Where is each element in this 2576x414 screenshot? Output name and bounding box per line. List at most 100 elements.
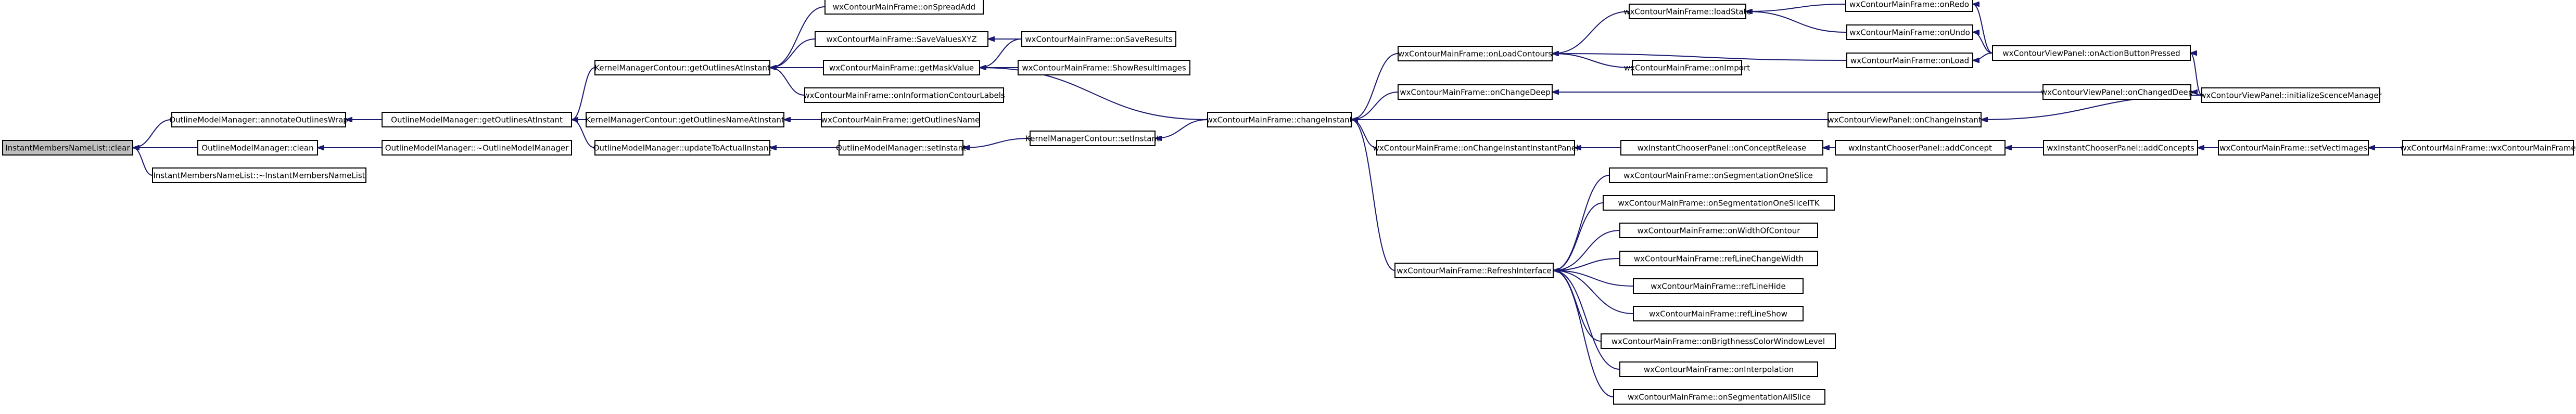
graph-node[interactable]: wxContourMainFrame::getMaskValue (823, 60, 980, 75)
node-box (1030, 131, 1156, 146)
call-edge (1351, 53, 1399, 120)
node-label: KernelManagerContour::getOutlinesNameAtI… (586, 115, 784, 125)
node-label: wxContourMainFrame::onSaveResults (1025, 35, 1173, 44)
node-label: wxContourMainFrame::refLineHide (1651, 282, 1786, 291)
node-label: OutlineModelManager::~OutlineModelManage… (385, 144, 569, 153)
node-label: wxContourMainFrame::getMaskValue (829, 63, 974, 73)
graph-node[interactable]: wxContourViewPanel::onChangeInstant (1828, 112, 1982, 127)
node-box (839, 140, 963, 156)
graph-node[interactable]: wxContourMainFrame::onSegmentationOneSli… (1603, 195, 1835, 211)
node-label: wxContourViewPanel::onChangedDeep (2041, 88, 2193, 97)
node-box (823, 60, 980, 75)
node-box (1376, 140, 1575, 156)
graph-node[interactable]: wxContourMainFrame::onSpreadAdd (824, 0, 984, 15)
graph-node[interactable]: wxContourMainFrame::onSegmentationOneSli… (1609, 167, 1828, 183)
graph-node[interactable]: KernelManagerContour::setInstant (1025, 131, 1160, 146)
call-edge (1552, 54, 1633, 68)
graph-node[interactable]: wxContourMainFrame::refLineShow (1633, 306, 1804, 321)
graph-node[interactable]: wxInstantChooserPanel::addConcept (1835, 140, 2006, 156)
node-label: wxContourMainFrame::onChangeInstantInsta… (1373, 144, 1579, 153)
graph-node[interactable]: wxContourMainFrame::getOutlinesName (821, 112, 980, 127)
node-label: wxContourMainFrame::loadState (1623, 7, 1751, 17)
graph-node[interactable]: wxContourMainFrame::onInformationContour… (803, 87, 1005, 103)
node-label: wxContourMainFrame::refLineShow (1649, 309, 1787, 319)
graph-node[interactable]: wxContourMainFrame::loadState (1623, 4, 1752, 19)
node-label: wxContourViewPanel::onChangeInstant (1828, 115, 1982, 125)
node-label: KernelManagerContour::setInstant (1025, 134, 1160, 144)
node-box (815, 31, 988, 47)
graph-root-node[interactable]: InstantMembersNameList::clear (2, 140, 133, 156)
graph-node[interactable]: OutlineModelManager::getOutlinesAtInstan… (382, 112, 572, 127)
node-box (2043, 140, 2198, 156)
node-box (2201, 87, 2380, 103)
node-label: wxInstantChooserPanel::addConcepts (2047, 144, 2194, 153)
node-box (586, 112, 784, 127)
graph-node[interactable]: OutlineModelManager::updateToActualInsta… (593, 140, 772, 156)
graph-node[interactable]: wxContourMainFrame::onRedo (1845, 0, 1973, 12)
node-box (1609, 167, 1828, 183)
call-edge (1973, 53, 1993, 60)
node-label: OutlineModelManager::clean (201, 144, 313, 153)
graph-node[interactable]: wxContourMainFrame::onBrigthnessColorWin… (1601, 333, 1836, 349)
graph-node[interactable]: wxContourMainFrame::onSegmentationAllSli… (1613, 389, 1825, 405)
call-edge (572, 120, 595, 148)
graph-node[interactable]: KernelManagerContour::getOutlinesAtInsta… (594, 60, 770, 75)
node-box (1021, 31, 1176, 47)
graph-node[interactable]: wxInstantChooserPanel::onConceptRelease (1620, 140, 1823, 156)
node-label: wxContourMainFrame::onSegmentationOneSli… (1618, 199, 1820, 208)
graph-node[interactable]: wxInstantChooserPanel::addConcepts (2043, 140, 2198, 156)
graph-node[interactable]: OutlineModelManager::annotateOutlinesWra… (169, 112, 348, 127)
call-edge (1553, 270, 1614, 397)
graph-node[interactable]: wxContourMainFrame::RefreshInterface (1394, 263, 1554, 278)
graph-node[interactable]: wxContourViewPanel::onChangedDeep (2041, 84, 2193, 100)
graph-node[interactable]: OutlineModelManager::setInstant (836, 140, 966, 156)
node-label: wxContourMainFrame::onSegmentationOneSli… (1623, 171, 1813, 180)
graph-node[interactable]: wxContourMainFrame::onImport (1624, 60, 1750, 75)
node-label: wxContourMainFrame::onLoadContours (1398, 49, 1552, 59)
node-label: wxContourMainFrame::onImport (1624, 63, 1750, 73)
call-edge (770, 6, 826, 68)
node-box (1603, 195, 1835, 211)
node-box (1619, 251, 1818, 266)
graph-node[interactable]: wxContourMainFrame::onInterpolation (1619, 361, 1818, 377)
graph-node[interactable]: OutlineModelManager::clean (197, 140, 318, 156)
graph-node[interactable]: wxContourViewPanel::onActionButtonPresse… (1992, 45, 2191, 61)
call-edge (1351, 120, 1395, 271)
node-label: wxInstantChooserPanel::onConceptRelease (1638, 144, 1807, 153)
node-box (1018, 60, 1190, 75)
node-box (804, 87, 1004, 103)
call-edge (1553, 270, 1634, 314)
graph-node[interactable]: wxContourMainFrame::wxContourMainFrame (2400, 140, 2576, 156)
graph-node[interactable]: wxContourMainFrame::refLineHide (1633, 278, 1804, 294)
graph-node[interactable]: InstantMembersNameList::~InstantMembersN… (152, 167, 366, 183)
node-label: wxContourMainFrame::onWidthOfContour (1638, 226, 1801, 236)
node-label: wxContourMainFrame::changeInstant (1206, 115, 1352, 125)
graph-node[interactable]: wxContourMainFrame::onChangeInstantInsta… (1373, 140, 1579, 156)
call-edge (1553, 202, 1604, 270)
node-label: wxContourMainFrame::refLineChangeWidth (1634, 254, 1804, 264)
nodes-layer: InstantMembersNameList::clear OutlineMode… (2, 0, 2576, 405)
node-box (1633, 278, 1804, 294)
node-box (1633, 306, 1804, 321)
graph-node[interactable]: wxContourMainFrame::SaveValuesXYZ (815, 31, 988, 47)
node-box (1632, 60, 1742, 75)
graph-node[interactable]: wxContourMainFrame::onChangeDeep (1398, 84, 1553, 100)
graph-node[interactable]: wxContourMainFrame::setVectImages (2218, 140, 2369, 156)
call-edge (1155, 119, 1208, 138)
node-label: wxContourViewPanel::onActionButtonPresse… (2002, 49, 2180, 58)
graph-node[interactable]: wxContourMainFrame::ShowResultImages (1018, 60, 1190, 75)
graph-node[interactable]: wxContourMainFrame::refLineChangeWidth (1619, 251, 1818, 266)
graph-node[interactable]: wxContourMainFrame::changeInstant (1206, 112, 1353, 127)
node-box (1619, 361, 1818, 377)
graph-node[interactable]: KernelManagerContour::getOutlinesNameAtI… (586, 112, 784, 127)
graph-node[interactable]: wxContourMainFrame::onLoadContours (1398, 46, 1553, 61)
graph-node[interactable]: OutlineModelManager::~OutlineModelManage… (382, 140, 572, 156)
graph-node[interactable]: wxContourMainFrame::onUndo (1846, 24, 1973, 40)
call-edge (133, 148, 153, 176)
graph-node[interactable]: wxContourMainFrame::onLoad (1846, 53, 1973, 68)
node-label: OutlineModelManager::updateToActualInsta… (593, 144, 772, 153)
call-edge (1973, 32, 1993, 54)
graph-node[interactable]: wxContourMainFrame::onSaveResults (1021, 31, 1176, 47)
graph-node[interactable]: wxContourViewPanel::initializeScenceMana… (2200, 87, 2382, 103)
graph-node[interactable]: wxContourMainFrame::onWidthOfContour (1619, 223, 1818, 238)
